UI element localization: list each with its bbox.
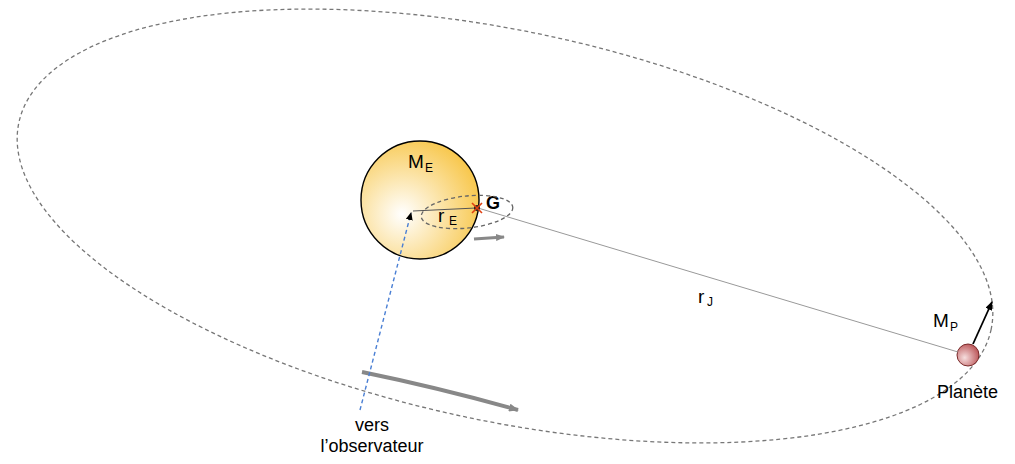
mass-symbol: M [408,152,424,171]
radius-subscript: J [707,296,713,310]
observer-label: vers l’observateur [307,415,437,456]
star-motion-arrow [474,237,504,239]
planet-name: Planète [937,383,998,401]
planet-node: MP Planète [925,305,1015,405]
barycenter-label: G [486,193,500,214]
planet-outline [957,344,979,366]
radius-subscript: E [449,215,457,229]
planet-velocity-arrow [973,302,992,344]
star-node: ME [360,140,480,260]
mass-symbol: M [933,311,949,330]
planet-radius-line [478,208,958,352]
radius-symbol: r [698,286,704,308]
mass-subscript: P [950,321,958,333]
motion-arrow [362,372,518,410]
star-outline [361,141,479,259]
mass-subscript: E [425,162,433,174]
radius-symbol: r [438,205,444,227]
